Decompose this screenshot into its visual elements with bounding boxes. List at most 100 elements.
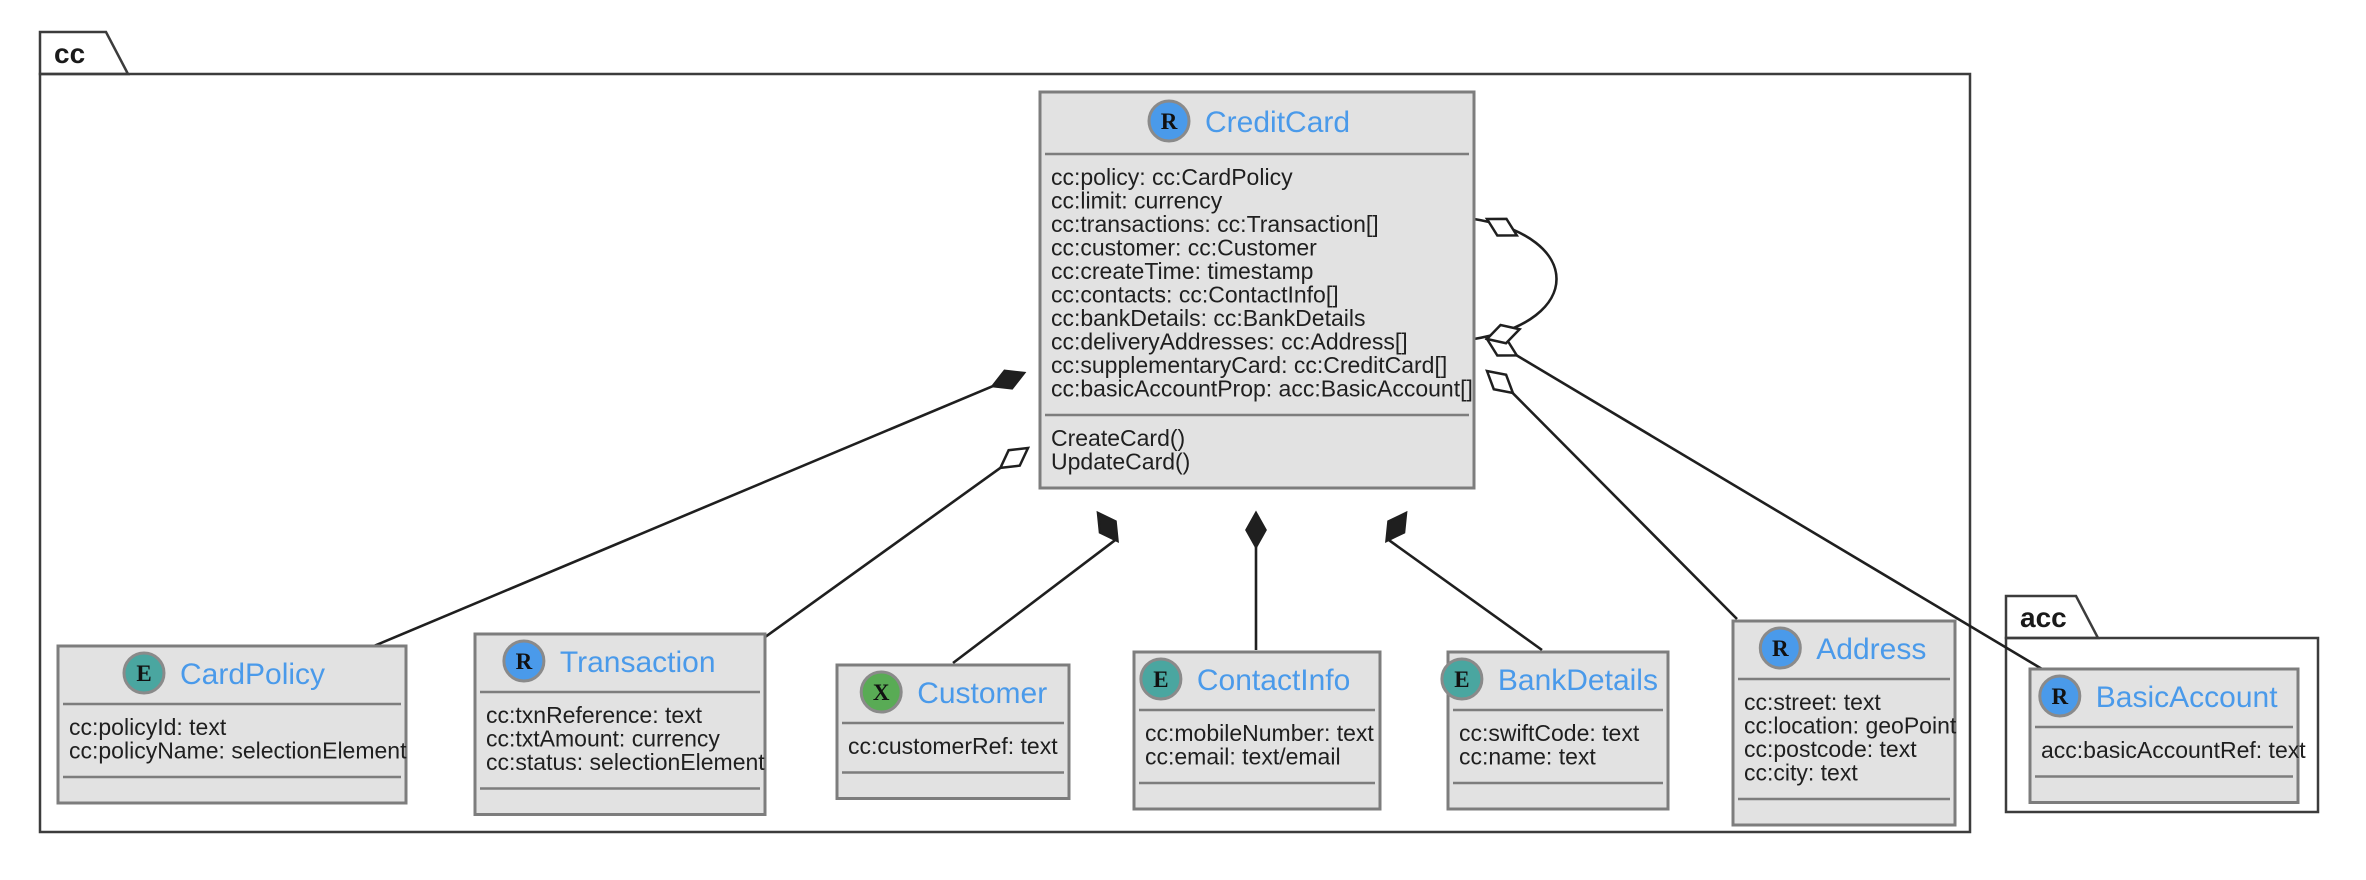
stereotype-circle (859, 670, 903, 714)
composition-diamond (1245, 510, 1267, 550)
aggregation-diamond (1484, 323, 1523, 345)
stereotype-circle (2038, 674, 2082, 718)
relationship-line (1510, 390, 1738, 620)
relationship-cc-cardpolicy[interactable] (361, 369, 1027, 653)
class-attribute: cc:bankDetails: cc:BankDetails (1051, 305, 1365, 331)
class-name: ContactInfo (1197, 664, 1350, 697)
aggregation-diamond (998, 446, 1031, 470)
stereotype-icon-r: R (1758, 626, 1802, 670)
composition-diamond (990, 369, 1027, 390)
package-label: cc (54, 38, 85, 69)
class-name: BasicAccount (2096, 681, 2278, 714)
stereotype-circle (1147, 99, 1191, 143)
relationship-layer (361, 217, 2048, 674)
class-attribute: cc:txnReference: text (486, 702, 703, 728)
package-body (2004, 636, 2320, 814)
stereotype-circle (122, 651, 166, 695)
class-attribute: acc:basicAccountRef: text (2041, 737, 2306, 763)
stereotype-circle (502, 639, 546, 683)
class-attribute: cc:location: geoPoint (1744, 713, 1957, 739)
relationship-line (361, 384, 995, 653)
stereotype-letter: R (1161, 109, 1178, 134)
relationship-line (760, 465, 1003, 642)
relationship-cc-self[interactable] (1473, 217, 1558, 345)
relationship-line (1473, 217, 1558, 341)
stereotype-circle (1758, 626, 1802, 670)
relationship-line (952, 538, 1118, 665)
stereotype-letter: E (136, 661, 151, 686)
class-attribute: cc:basicAccountProp: acc:BasicAccount[] (1051, 376, 1473, 402)
class-name: Transaction (560, 646, 716, 679)
class-attribute: cc:city: text (1744, 760, 1858, 786)
class-box-transaction[interactable]: R Transaction cc:txnReference: textcc:txtA… (473, 632, 767, 816)
class-operation: UpdateCard() (1051, 449, 1190, 475)
aggregation-diamond (1484, 217, 1520, 237)
stereotype-letter: R (516, 649, 533, 674)
stereotype-icon-r: R (2038, 674, 2082, 718)
relationship-line (1386, 538, 1543, 652)
stereotype-icon-r: R (502, 639, 546, 683)
relationship-cc-bankdetails[interactable] (1385, 510, 1543, 652)
class-attribute: cc:swiftCode: text (1459, 720, 1640, 746)
class-attribute: cc:policyId: text (69, 714, 227, 740)
class-frame (1038, 90, 1476, 490)
relationship-cc-customer[interactable] (952, 510, 1119, 665)
package-body (38, 72, 1972, 834)
class-attribute: cc:street: text (1744, 689, 1881, 715)
stereotype-letter: X (873, 680, 890, 705)
relationship-cc-address[interactable] (1485, 369, 1738, 620)
stereotype-icon-r: R (1147, 99, 1191, 143)
stereotype-icon-e: E (122, 651, 166, 695)
class-attribute: cc:postcode: text (1744, 736, 1917, 762)
class-attribute: cc:createTime: timestamp (1051, 258, 1313, 284)
class-name: BankDetails (1498, 664, 1658, 697)
stereotype-circle (1139, 657, 1183, 701)
class-attribute: cc:status: selectionElement (486, 749, 765, 775)
package-label: acc (2020, 602, 2067, 633)
class-attribute: cc:transactions: cc:Transaction[] (1051, 211, 1379, 237)
class-attribute: cc:txtAmount: currency (486, 726, 720, 752)
stereotype-letter: E (1454, 667, 1469, 692)
class-name: CardPolicy (180, 658, 325, 691)
stereotype-letter: R (1772, 636, 1789, 661)
class-box-customer[interactable]: X Customer cc:customerRef: text (835, 663, 1071, 800)
class-attribute: cc:customerRef: text (848, 733, 1058, 759)
class-name: Customer (917, 677, 1047, 710)
class-attribute: cc:contacts: cc:ContactInfo[] (1051, 282, 1339, 308)
aggregation-diamond (1485, 369, 1515, 395)
class-attribute: cc:policy: cc:CardPolicy (1051, 164, 1293, 190)
class-box-basicaccount[interactable]: R BasicAccount acc:basicAccountRef: text (2028, 667, 2306, 804)
class-name: Address (1816, 633, 1926, 666)
class-box-contactinfo[interactable]: E ContactInfo cc:mobileNumber: textcc:emai… (1132, 650, 1382, 811)
stereotype-icon-e: E (1139, 657, 1183, 701)
class-box-cardpolicy[interactable]: E CardPolicy cc:policyId: textcc:policyNam… (56, 644, 408, 805)
class-attribute: cc:policyName: selectionElement (69, 738, 407, 764)
composition-diamond (1385, 510, 1408, 543)
class-attribute: cc:email: text/email (1145, 744, 1341, 770)
class-attribute: cc:limit: currency (1051, 188, 1223, 214)
class-attribute: cc:mobileNumber: text (1145, 720, 1374, 746)
class-attribute: cc:deliveryAddresses: cc:Address[] (1051, 329, 1408, 355)
package-acc: acc (2004, 594, 2320, 814)
stereotype-icon-x: X (859, 670, 903, 714)
relationship-cc-contactinfo[interactable] (1245, 510, 1267, 650)
package-cc: cc (38, 30, 1972, 834)
relationship-line (1514, 353, 2048, 674)
class-name: CreditCard (1205, 106, 1350, 139)
class-layer: R CreditCard cc:policy: cc:CardPolicycc:li… (56, 90, 2306, 827)
stereotype-circle (1440, 657, 1484, 701)
package-layer: cc acc (38, 30, 2320, 834)
stereotype-letter: E (1153, 667, 1168, 692)
class-attribute: cc:supplementaryCard: cc:CreditCard[] (1051, 352, 1447, 378)
relationship-cc-transaction[interactable] (760, 446, 1031, 642)
class-box-creditcard[interactable]: R CreditCard cc:policy: cc:CardPolicycc:li… (1038, 90, 1476, 490)
stereotype-icon-e: E (1440, 657, 1484, 701)
stereotype-letter: R (2051, 684, 2068, 709)
class-attribute: cc:name: text (1459, 744, 1596, 770)
class-attribute: cc:customer: cc:Customer (1051, 235, 1317, 261)
composition-diamond (1096, 510, 1119, 543)
